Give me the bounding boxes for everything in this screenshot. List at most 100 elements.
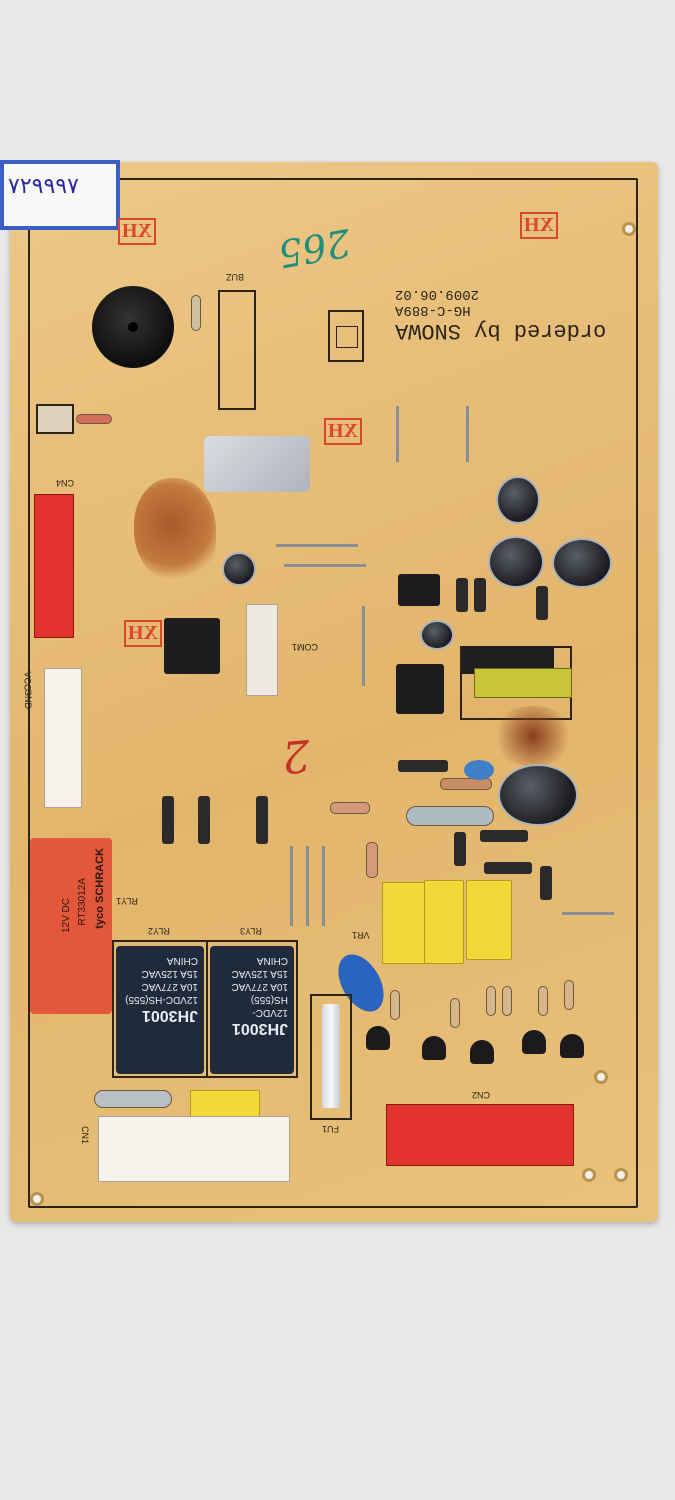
id-sticker: ۷۲۹۹۹۷ — [0, 160, 120, 230]
foil-sticker — [204, 436, 310, 492]
electrolytic-capacitor — [420, 620, 454, 650]
resistor — [330, 802, 370, 814]
cn3-connector — [44, 668, 82, 808]
burn-stain — [490, 706, 576, 766]
buzzer — [92, 286, 174, 368]
xh-mark: XH — [118, 218, 156, 245]
brand-silkscreen: ordered by SNOWA HG-C-889A 2009.06.02 — [395, 286, 625, 343]
relay-spec: 12VDC-HS(555) — [125, 994, 198, 1005]
jumper-wire — [276, 544, 358, 547]
transistor — [560, 1034, 584, 1058]
resistor — [450, 998, 460, 1028]
relay-spec: 15A 125VAC — [141, 968, 198, 979]
relay-rly2: JH3001 12VDC-HS(555) 10A 277VAC 15A 125V… — [116, 946, 204, 1074]
resistor — [191, 295, 201, 331]
resistor — [390, 990, 400, 1020]
buz-label: BUZ — [226, 272, 244, 282]
x2-capacitor — [424, 880, 464, 964]
fuse-holder — [310, 994, 352, 1120]
mounting-hole — [30, 1192, 44, 1206]
diode — [454, 832, 466, 866]
power-resistor — [94, 1090, 172, 1108]
jumper-wire — [466, 406, 469, 462]
diode — [456, 578, 468, 612]
relay-spec: 10A 277VAC — [141, 981, 198, 992]
diode — [480, 830, 528, 842]
transistor — [422, 1036, 446, 1060]
film-capacitor — [464, 760, 494, 780]
relay-footprint — [206, 940, 298, 1078]
diode — [162, 796, 174, 844]
x2-capacitor — [382, 882, 426, 964]
relay-rly3: JH3001 12VDC-HS(555) 10A 277VAC 15A 125V… — [210, 946, 294, 1074]
jumper-wire — [290, 846, 293, 926]
cn5-connector — [36, 404, 74, 434]
date-text: 2009.06.02 — [395, 286, 480, 302]
rly1-label: RLY1 — [116, 896, 138, 906]
relay-brand: tyco SCHRACK — [94, 848, 106, 929]
resistor — [502, 986, 512, 1016]
electrolytic-capacitor — [498, 764, 578, 826]
vr-label: VR1 — [352, 930, 370, 940]
relay-spec: 12VDC-HS(555) — [250, 994, 288, 1018]
resistor — [76, 414, 112, 424]
relay-model: JH3001 — [141, 1007, 198, 1024]
buz-connector — [218, 290, 256, 410]
transformer-winding — [474, 668, 572, 698]
rly2-label: RLY2 — [148, 926, 170, 936]
diode — [198, 796, 210, 844]
ic-chip — [396, 664, 444, 714]
relay-spec: 15A 125VAC — [231, 968, 288, 979]
resistor — [440, 778, 492, 790]
jumper-wire — [306, 846, 309, 926]
fuse-label: FU1 — [322, 1124, 340, 1134]
optocoupler — [398, 574, 440, 606]
relay-rly1: tyco SCHRACK RT33012A 12V DC — [30, 838, 112, 1014]
jumper-wire — [322, 846, 325, 926]
electrolytic-capacitor — [488, 536, 544, 588]
handwritten-note: 2 — [279, 728, 313, 783]
diode — [398, 760, 448, 772]
diode — [540, 866, 552, 900]
jumper-wire — [396, 406, 399, 462]
board-outline — [28, 178, 638, 1208]
electrolytic-capacitor — [552, 538, 612, 588]
burn-stain — [134, 478, 216, 582]
relay-spec: 10A 277VAC — [231, 981, 288, 992]
diode — [256, 796, 268, 844]
com-label: COM1 — [292, 642, 319, 652]
diode — [474, 578, 486, 612]
mounting-hole — [622, 222, 636, 236]
relay-origin: CHINA — [256, 955, 288, 966]
mounting-hole — [582, 1168, 596, 1182]
diode — [536, 586, 548, 620]
power-resistor — [406, 806, 494, 826]
xh-mark: XH — [324, 418, 362, 445]
relay-origin: CHINA — [166, 955, 198, 966]
transistor — [522, 1030, 546, 1054]
cn1-label: CN1 — [80, 1125, 91, 1145]
resistor — [564, 980, 574, 1010]
jumper-wire — [362, 606, 365, 686]
xh-mark: XH — [520, 212, 558, 239]
gnd-label: GND — [23, 689, 33, 709]
mounting-hole — [594, 1070, 608, 1084]
sticker-text: ۷۲۹۹۹۷ — [8, 174, 79, 199]
xh-mark: XH — [124, 620, 162, 647]
tact-switch — [328, 310, 364, 362]
resistor — [486, 986, 496, 1016]
relay-part: RT33012A — [77, 878, 88, 926]
electrolytic-capacitor — [496, 476, 540, 524]
diode — [484, 862, 532, 874]
brand-line: ordered by SNOWA — [395, 318, 607, 343]
resistor — [366, 842, 378, 878]
com1-connector — [246, 604, 278, 696]
relay-model: JH3001 — [231, 1020, 288, 1037]
jumper-wire — [284, 564, 366, 567]
transistor — [470, 1040, 494, 1064]
rly3-label: RLY3 — [240, 926, 262, 936]
relay-rating: 12V DC — [61, 898, 72, 934]
ic-chip — [164, 618, 220, 674]
cn1-connector — [98, 1116, 290, 1182]
electrolytic-capacitor — [222, 552, 256, 586]
